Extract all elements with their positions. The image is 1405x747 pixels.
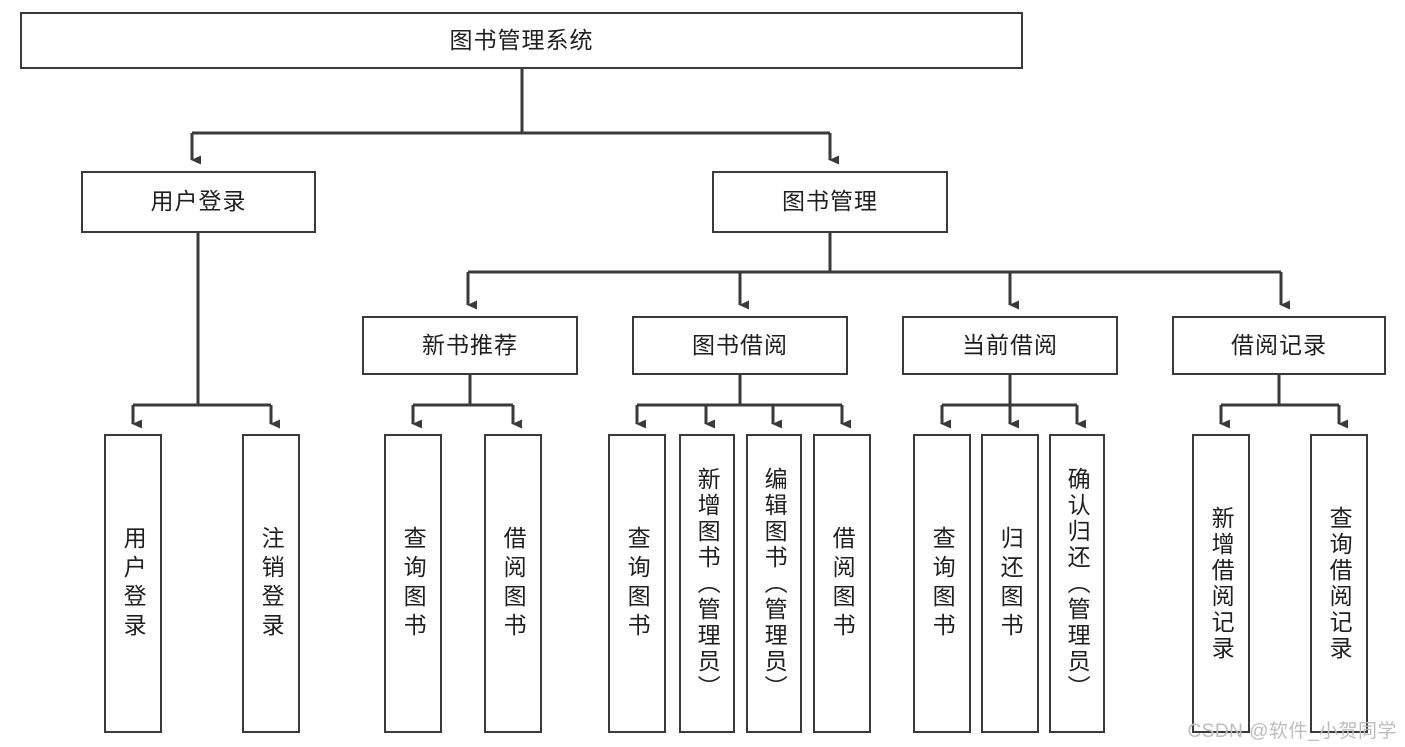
node-new-book-recommend[interactable]: 新书推荐 xyxy=(362,316,578,375)
leaf-borrow-query-book[interactable]: 查询图书 xyxy=(608,434,666,733)
node-book-management[interactable]: 图书管理 xyxy=(712,171,948,233)
csdn-watermark: CSDN @软件_小贺同学 xyxy=(1187,721,1397,742)
leaf-current-return-book[interactable]: 归还图书 xyxy=(981,434,1039,733)
node-book-borrow[interactable]: 图书借阅 xyxy=(632,316,848,375)
leaf-new-book-borrow[interactable]: 借阅图书 xyxy=(484,434,542,733)
leaf-records-query-record[interactable]: 查询借阅记录 xyxy=(1310,434,1368,733)
leaf-records-add-record[interactable]: 新增借阅记录 xyxy=(1192,434,1250,733)
leaf-user-login-logout[interactable]: 注销登录 xyxy=(242,434,300,733)
leaf-current-confirm-return-admin[interactable]: 确认归还（管理员） xyxy=(1049,434,1105,733)
leaf-borrow-borrow-book[interactable]: 借阅图书 xyxy=(813,434,871,733)
leaf-new-book-query[interactable]: 查询图书 xyxy=(384,434,442,733)
node-user-login[interactable]: 用户登录 xyxy=(81,171,316,233)
leaf-borrow-add-book-admin[interactable]: 新增图书（管理员） xyxy=(679,434,735,733)
leaf-borrow-edit-book-admin[interactable]: 编辑图书（管理员） xyxy=(746,434,802,733)
node-current-borrow[interactable]: 当前借阅 xyxy=(902,316,1118,375)
node-borrow-records[interactable]: 借阅记录 xyxy=(1172,316,1386,375)
node-root-system[interactable]: 图书管理系统 xyxy=(20,12,1023,69)
leaf-current-query-book[interactable]: 查询图书 xyxy=(913,434,971,733)
leaf-user-login-login[interactable]: 用户登录 xyxy=(104,434,162,733)
